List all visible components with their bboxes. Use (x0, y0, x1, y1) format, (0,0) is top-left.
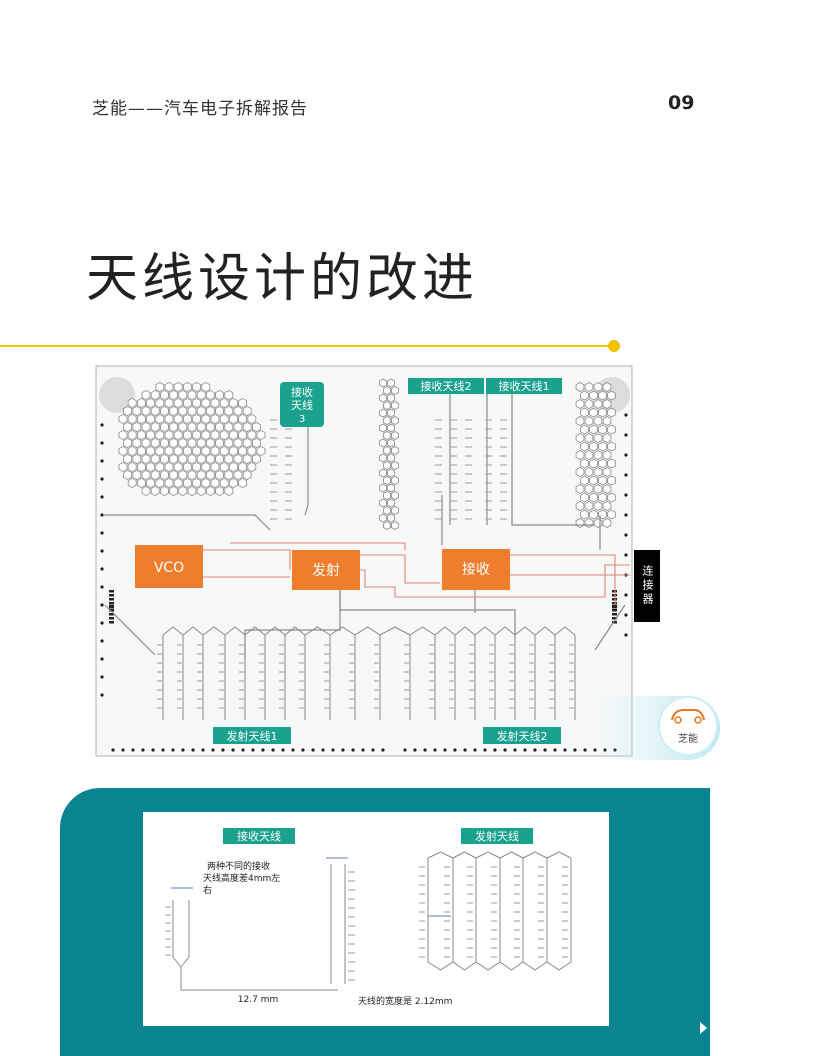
tx-block-label: 发射 (312, 563, 340, 579)
antenna-detail-diagram: 接收天线 发射天线 两种不同的接收 天线高度差4mm左 右 12.7 mm 天线… (143, 812, 609, 1026)
rx-patch-column (379, 378, 399, 530)
car-logo-icon (671, 709, 705, 724)
rx3-label-line2: 天线 (291, 398, 313, 412)
tx2-label-badge (483, 727, 561, 744)
rx-block-label: 接收 (462, 561, 490, 578)
brand-logo (660, 698, 716, 754)
rx2-label-badge (408, 378, 484, 394)
next-arrow-icon (700, 1022, 707, 1034)
radar-board-diagram: VCO 发射 接收 接收 天线 3 接收天线2 接收天线1 发射天线1 发射天线… (95, 365, 633, 757)
rx-block (442, 549, 510, 590)
tx1-label-badge (213, 727, 291, 744)
tx-block (292, 550, 360, 590)
connector-label: 连接器 (634, 550, 660, 622)
rx3-label-line3: 3 (299, 414, 305, 425)
height-note-line1: 两种不同的接收 (207, 860, 270, 872)
height-note-line3: 右 (203, 884, 212, 896)
rx1-label-badge (486, 378, 562, 394)
report-header-title: 芝能——汽车电子拆解报告 (92, 99, 308, 119)
page-number: 09 (668, 92, 695, 114)
detail-tx-array (419, 851, 572, 971)
title-divider (0, 345, 612, 347)
detail-rx-label: 接收天线 (237, 829, 281, 843)
rx-antenna-array (270, 419, 507, 520)
width-note: 天线的宽度是 2.12mm (358, 995, 452, 1007)
detail-tx-label: 发射天线 (475, 829, 519, 843)
tx-antenna-array (157, 626, 576, 720)
rx1-label: 接收天线1 (499, 379, 550, 393)
detail-rx-ticks (165, 871, 355, 981)
rx-patch-array-left (118, 381, 266, 497)
brand-logo-text: 芝能 (678, 734, 698, 745)
rx3-label-line1: 接收 (291, 385, 313, 399)
tx1-label: 发射天线1 (227, 729, 278, 743)
tx2-label: 发射天线2 (497, 729, 548, 743)
rx3-label-badge (280, 382, 324, 427)
vco-label: VCO (154, 560, 184, 576)
spacing-label: 12.7 mm (238, 995, 278, 1005)
divider-dot (608, 340, 620, 352)
height-note-line2: 天线高度差4mm左 (203, 872, 280, 884)
rx-patch-array-right (575, 382, 616, 528)
vco-block (135, 545, 203, 588)
page-title: 天线设计的改进 (86, 249, 479, 309)
rx2-label: 接收天线2 (421, 379, 472, 393)
